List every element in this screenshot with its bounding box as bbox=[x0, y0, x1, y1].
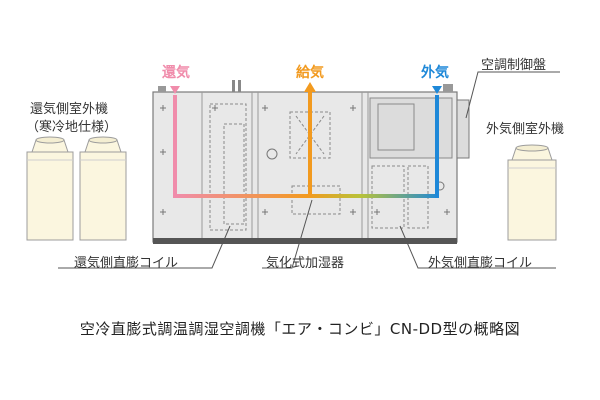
supply-air-path bbox=[304, 82, 316, 196]
outside-air-path bbox=[432, 86, 442, 198]
outside-outdoor-unit bbox=[507, 144, 557, 241]
control-panel-label: 空調制御盤 bbox=[481, 58, 547, 73]
outside-outdoor-unit-label: 外気側室外機 bbox=[486, 122, 565, 137]
outdoor-unit-left bbox=[26, 136, 74, 241]
outside-air-label: 外気 bbox=[421, 65, 449, 81]
humidifier-label: 気化式加湿器 bbox=[266, 256, 345, 271]
diagram-caption: 空冷直膨式調温調湿空調機「エア・コンビ」CN-DD型の概略図 bbox=[79, 320, 521, 338]
air-handling-unit bbox=[152, 80, 458, 244]
outdoor-unit-right bbox=[79, 136, 127, 241]
return-coil-label: 還気側直膨コイル bbox=[74, 256, 179, 271]
outside-coil-label: 外気側直膨コイル bbox=[428, 256, 533, 271]
return-air-path bbox=[170, 86, 180, 196]
return-outdoor-unit bbox=[26, 136, 127, 241]
leader-return-coil bbox=[58, 225, 231, 269]
supply-air-label: 給気 bbox=[296, 65, 324, 81]
return-outdoor-unit-label: 還気側室外機 bbox=[30, 102, 109, 117]
control-panel-box bbox=[456, 99, 470, 159]
leader-outside-coil bbox=[399, 225, 556, 269]
leader-control-panel bbox=[465, 71, 560, 119]
return-air-label: 還気 bbox=[162, 65, 190, 81]
return-outdoor-unit-sublabel: （寒冷地仕様） bbox=[26, 120, 118, 135]
leader-humidifier bbox=[262, 199, 313, 269]
